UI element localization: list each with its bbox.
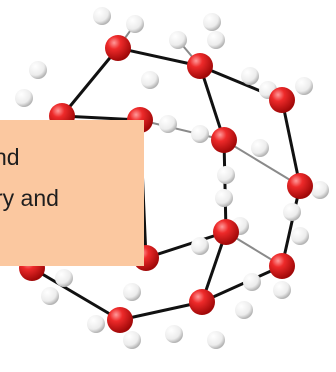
hydrogen-atom: [123, 331, 141, 349]
hydrogen-atom: [283, 203, 301, 221]
hydrogen-atom: [41, 287, 59, 305]
hydrogen-atom: [159, 115, 177, 133]
covalent-bond: [144, 230, 228, 260]
hydrogen-bond: [223, 139, 301, 187]
hydrogen-atom: [241, 67, 259, 85]
covalent-bond: [118, 300, 204, 322]
oxygen-atom: [105, 35, 131, 61]
covalent-bond: [30, 266, 122, 322]
hydrogen-atom: [141, 71, 159, 89]
hydrogen-atom: [207, 331, 225, 349]
hydrogen-atom: [191, 237, 209, 255]
hydrogen-atom: [235, 301, 253, 319]
caption-line-2: istry and: [0, 185, 59, 211]
oxygen-atom: [269, 87, 295, 113]
hydrogen-bond: [139, 119, 225, 141]
oxygen-atom: [187, 53, 213, 79]
hydrogen-atom: [15, 89, 33, 107]
covalent-bond: [222, 138, 228, 234]
oxygen-atom: [107, 307, 133, 333]
hydrogen-atom: [291, 227, 309, 245]
covalent-bond: [280, 184, 302, 268]
hydrogen-atom: [29, 61, 47, 79]
hydrogen-atom: [169, 31, 187, 49]
hydrogen-atom: [55, 269, 73, 287]
covalent-bond: [200, 264, 284, 304]
hydrogen-atom: [203, 13, 221, 31]
oxygen-atom: [211, 127, 237, 153]
oxygen-atom: [269, 253, 295, 279]
oxygen-atom: [189, 289, 215, 315]
caption-line-1: nd: [0, 144, 20, 170]
hydrogen-atom: [311, 181, 329, 199]
hydrogen-atom: [251, 139, 269, 157]
hydrogen-atom: [191, 125, 209, 143]
hydrogen-atom: [295, 77, 313, 95]
oxygen-atom: [287, 173, 313, 199]
hydrogen-atom: [215, 189, 233, 207]
hydrogen-atom: [217, 166, 235, 184]
hydrogen-atom: [126, 15, 144, 33]
hydrogen-atom: [87, 315, 105, 333]
hydrogen-atom: [123, 283, 141, 301]
covalent-bond: [116, 46, 202, 68]
covalent-bond: [60, 114, 142, 122]
hydrogen-atom: [165, 325, 183, 343]
covalent-bond: [280, 98, 302, 188]
hydrogen-atom: [243, 273, 261, 291]
covalent-bond: [60, 46, 120, 118]
hydrogen-atom: [207, 31, 225, 49]
hydrogen-atom: [273, 281, 291, 299]
oxygen-atom: [213, 219, 239, 245]
caption-box: nd istry and: [0, 120, 144, 266]
hydrogen-atom: [93, 7, 111, 25]
